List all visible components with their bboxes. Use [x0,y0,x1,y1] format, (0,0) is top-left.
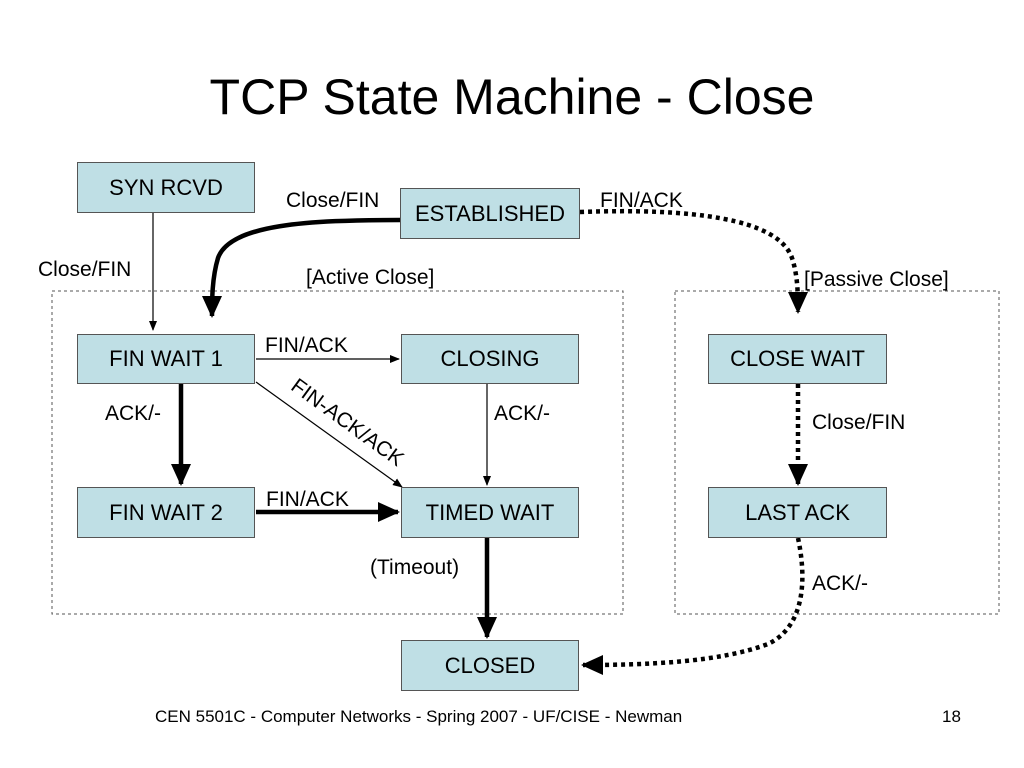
label-established-close-wait: FIN/ACK [600,189,683,212]
state-close-wait: CLOSE WAIT [708,334,887,384]
label-close-wait-last-ack: Close/FIN [812,411,906,434]
state-timed-wait: TIMED WAIT [401,487,579,538]
label-last-ack-closed: ACK/- [812,572,869,595]
label-fin-wait-2-timed-wait: FIN/ACK [266,488,349,511]
state-closed: CLOSED [401,640,579,691]
label-closing-timed-wait: ACK/- [494,402,551,425]
footer-course: CEN 5501C - Computer Networks - Spring 2… [155,707,683,726]
arrow-established-fin-wait-1 [202,217,401,318]
page-title: TCP State Machine - Close [209,69,815,125]
arrow-last-ack-closed [581,537,805,675]
passive-close-region [674,290,1000,615]
state-syn-rcvd: SYN RCVD [77,162,255,213]
state-fin-wait-1: FIN WAIT 1 [77,334,255,384]
label-syn-rcvd-fin-wait-1: Close/FIN [38,258,132,281]
state-established: ESTABLISHED [400,188,580,239]
footer-page-number: 18 [942,707,961,726]
state-fin-wait-2: FIN WAIT 2 [77,487,255,538]
arrow-fin-wait-1-timed-wait [255,381,403,488]
state-last-ack: LAST ACK [708,487,887,538]
passive-close-label: [Passive Close] [804,268,949,291]
label-established-fin-wait-1: Close/FIN [286,189,380,212]
label-fin-wait-1-fin-wait-2: ACK/- [105,402,162,425]
arrow-established-close-wait [579,208,808,314]
active-close-region [51,290,624,615]
label-fin-wait-1-closing: FIN/ACK [265,334,348,357]
state-closing: CLOSING [401,334,579,384]
active-close-label: [Active Close] [306,266,435,289]
label-timed-wait-closed: (Timeout) [370,556,460,579]
